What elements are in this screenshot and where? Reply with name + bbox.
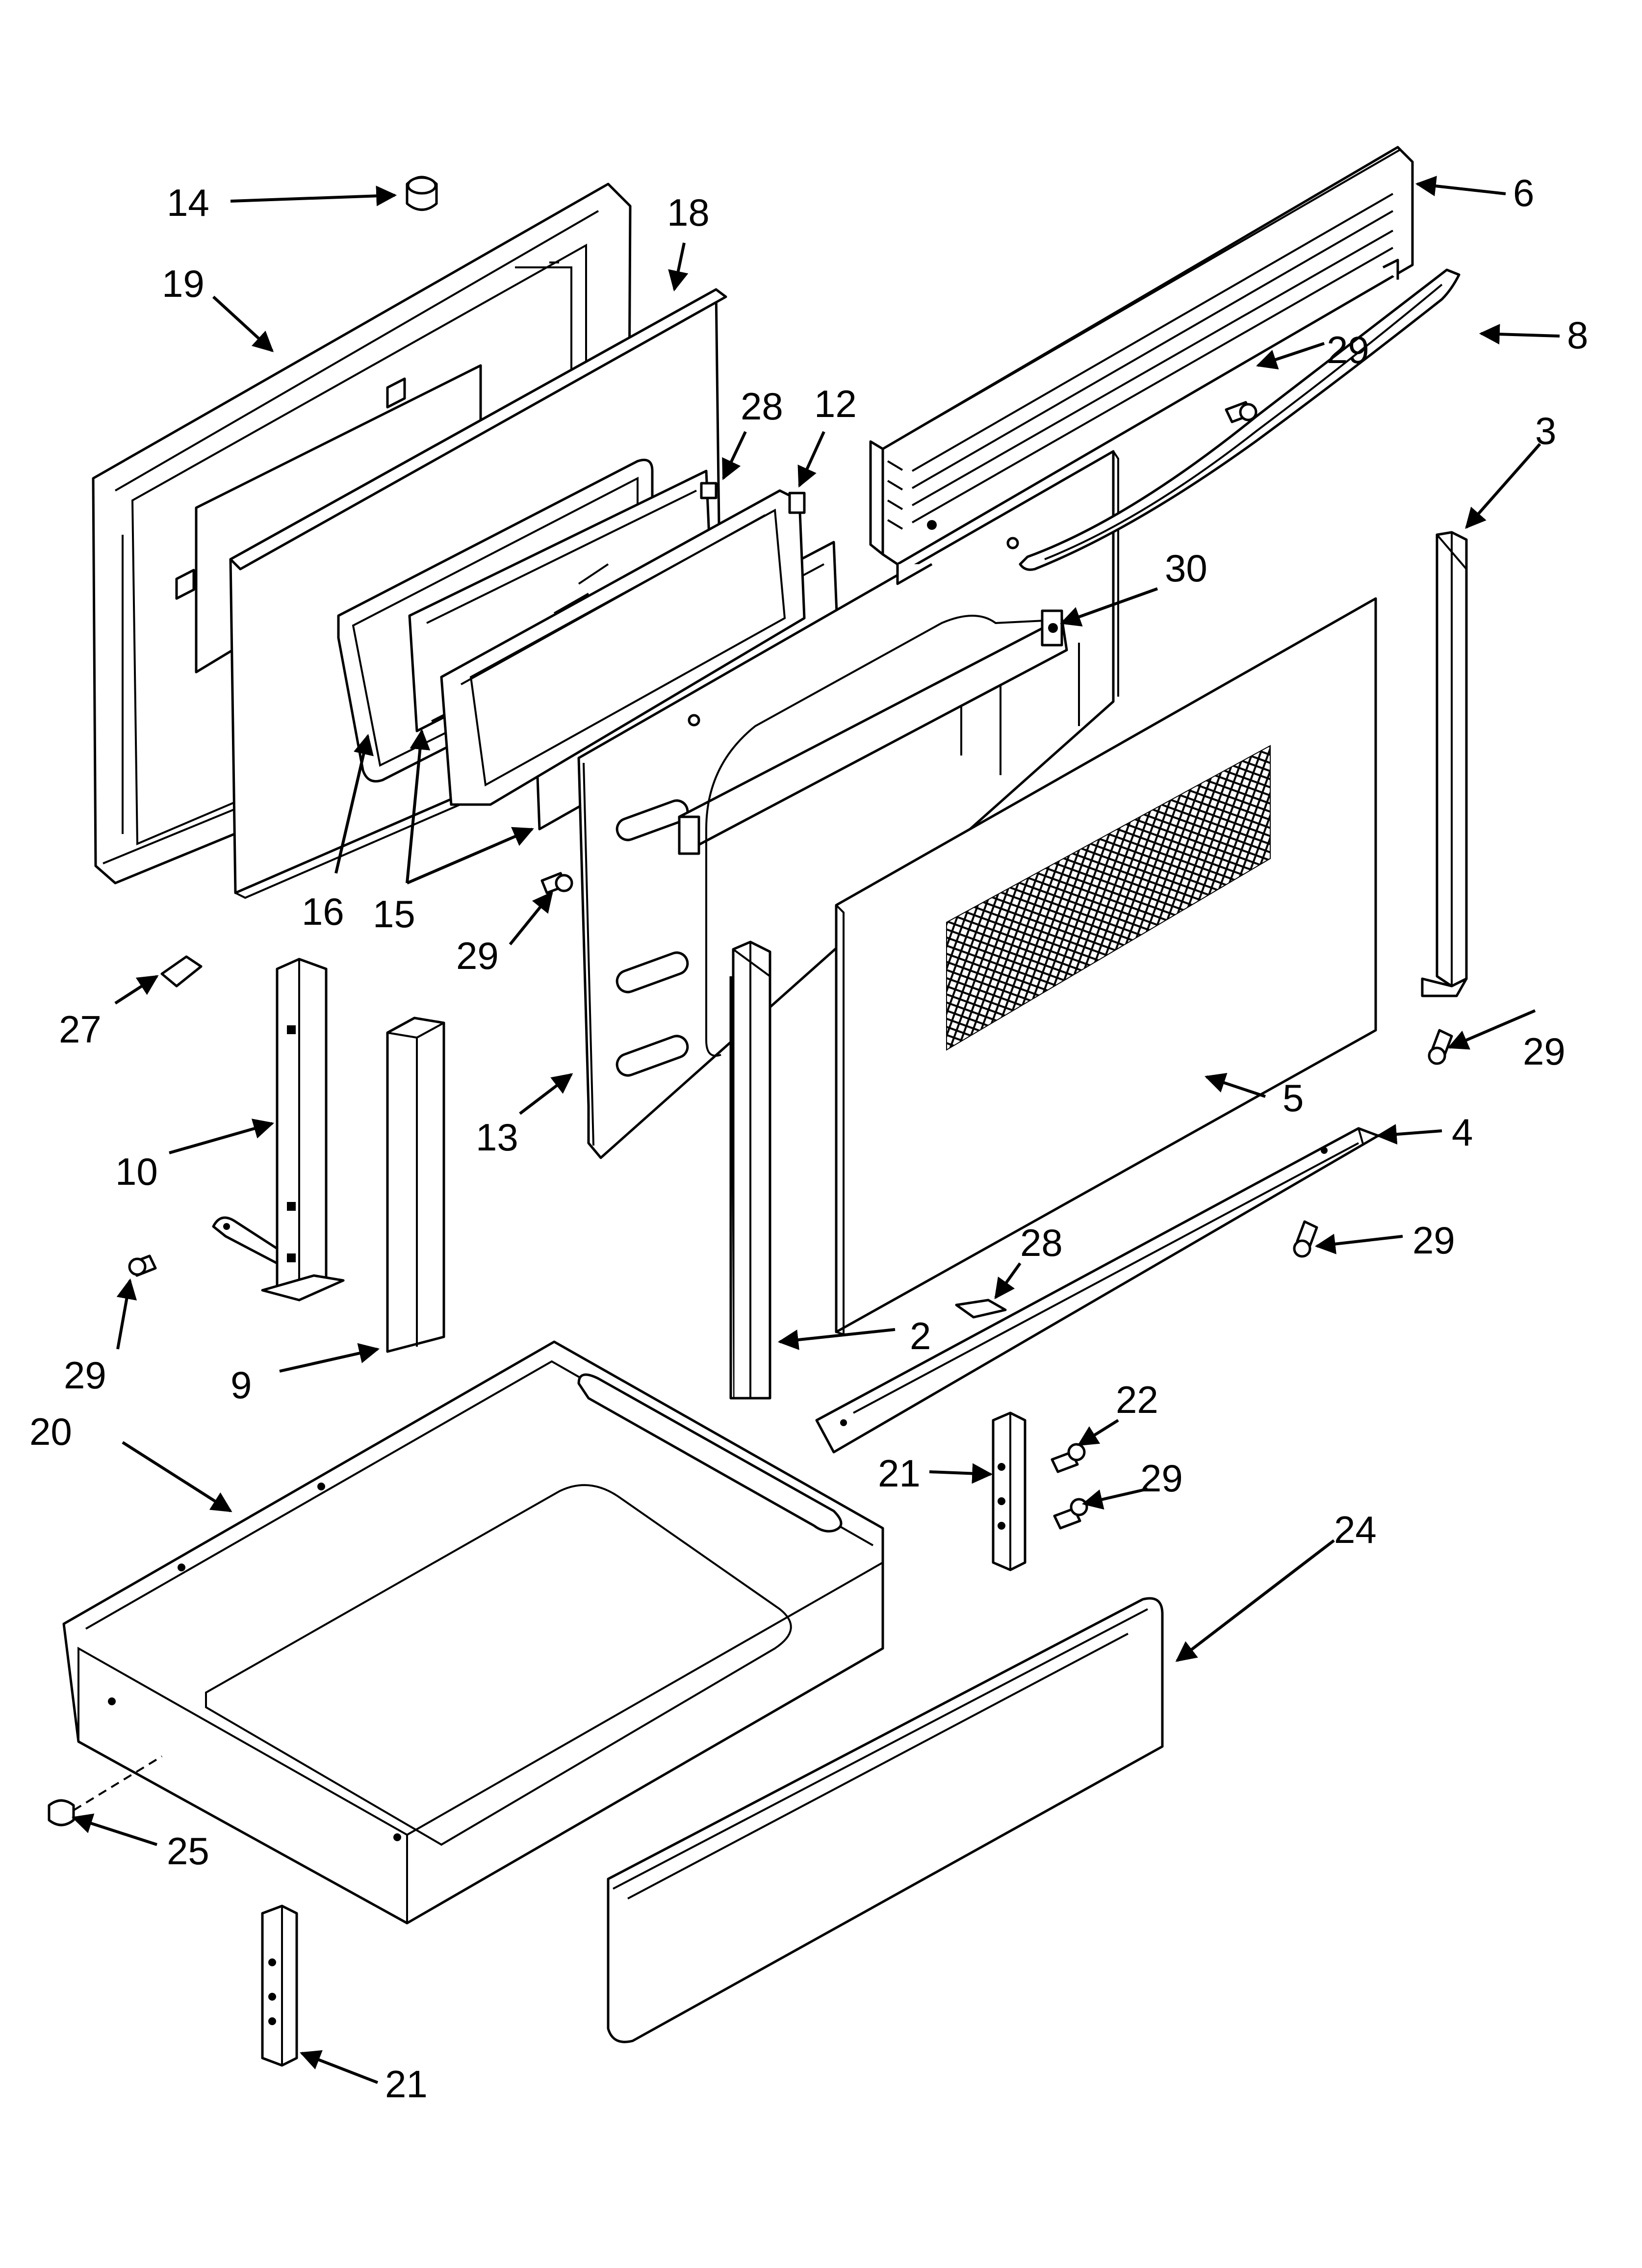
door-liner-bracket-30 xyxy=(678,609,1068,1057)
callout-2: 2 xyxy=(910,1314,931,1357)
callout-14: 14 xyxy=(167,181,209,224)
screw-29-d xyxy=(1293,1220,1318,1258)
callout-labels: 14 18 19 28 12 6 8 29 3 30 16 15 29 27 1… xyxy=(29,171,1588,2106)
inner-door-panel-13 xyxy=(577,450,1119,1159)
callout-4: 4 xyxy=(1452,1111,1473,1154)
side-trim-left-2 xyxy=(729,940,771,1400)
screw-22 xyxy=(1051,1443,1086,1473)
outer-door-panel-5 xyxy=(835,597,1377,1336)
callout-29-panel: 29 xyxy=(456,934,499,977)
callout-9: 9 xyxy=(231,1363,252,1407)
storage-drawer-20 xyxy=(62,1340,884,1925)
callout-29-rail: 29 xyxy=(1412,1219,1455,1262)
callout-21-upper: 21 xyxy=(878,1452,921,1495)
screw-29-c xyxy=(1428,1029,1453,1065)
callout-25: 25 xyxy=(167,1829,209,1873)
callout-12: 12 xyxy=(814,382,857,425)
drawer-front-24 xyxy=(607,1597,1164,2043)
callout-24: 24 xyxy=(1334,1508,1377,1551)
callout-8: 8 xyxy=(1567,313,1588,357)
door-handle-8 xyxy=(1019,268,1461,571)
callout-22: 22 xyxy=(1116,1378,1158,1421)
drawer-slide-bracket-21-upper xyxy=(992,1411,1026,1571)
drawer-slide-bracket-21-lower xyxy=(261,1904,298,2067)
callout-16: 16 xyxy=(302,890,344,933)
callout-21-lower: 21 xyxy=(385,2062,428,2106)
callout-30: 30 xyxy=(1165,547,1207,590)
window-frame-12 xyxy=(440,482,806,806)
callout-6: 6 xyxy=(1513,171,1534,214)
callout-29-left: 29 xyxy=(64,1354,106,1397)
callout-5: 5 xyxy=(1283,1076,1304,1120)
callout-29-bracket: 29 xyxy=(1140,1457,1183,1500)
bottom-rail-4 xyxy=(815,1127,1380,1454)
callout-15: 15 xyxy=(373,892,415,936)
callout-29-right: 29 xyxy=(1523,1030,1565,1073)
screw-25 xyxy=(48,1799,75,1826)
callout-29-handle: 29 xyxy=(1327,328,1369,371)
callout-3: 3 xyxy=(1535,409,1556,452)
screw-29-e xyxy=(128,1254,157,1277)
callout-28-lower: 28 xyxy=(1020,1221,1063,1264)
screw-29-a xyxy=(1225,401,1257,423)
screw-25-guide xyxy=(73,1755,163,1811)
callout-18: 18 xyxy=(667,191,710,234)
callout-28-upper: 28 xyxy=(741,385,783,428)
side-trim-right-3 xyxy=(1421,531,1468,997)
clip-27 xyxy=(160,955,203,988)
screw-29-b xyxy=(540,872,573,894)
control-panel-6 xyxy=(869,146,1414,585)
side-bracket-10 xyxy=(212,958,345,1302)
spacer-block-9 xyxy=(386,1017,445,1353)
plug-button-14 xyxy=(406,176,438,211)
callout-13: 13 xyxy=(476,1116,518,1159)
callout-19: 19 xyxy=(162,262,205,305)
callout-27: 27 xyxy=(59,1008,102,1051)
clip-28 xyxy=(955,1299,1007,1319)
screw-29-f xyxy=(1053,1498,1088,1530)
leader-lines xyxy=(72,176,1560,2084)
callout-20: 20 xyxy=(29,1410,72,1453)
callout-10: 10 xyxy=(115,1150,158,1193)
